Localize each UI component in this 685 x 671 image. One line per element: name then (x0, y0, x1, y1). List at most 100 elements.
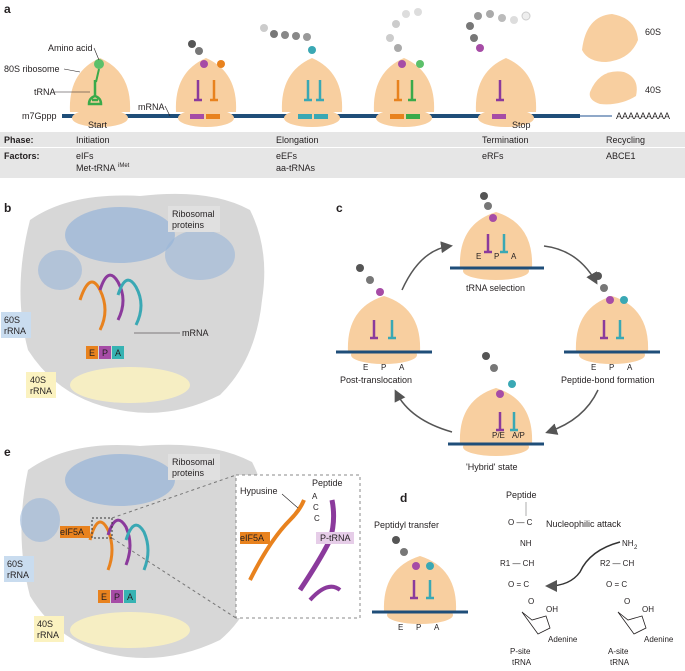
rrna-60s-e-1: 60S (7, 559, 23, 569)
panel-b: b Ribosomal proteins 60S rRNA 40S rRNA m… (1, 193, 265, 413)
site-pe-bottom: P/E (492, 431, 505, 440)
state-peptide-bond: Peptide-bond formation (561, 375, 655, 385)
p-trna-label: P-tRNA (320, 533, 351, 543)
p-oh: OH (546, 605, 558, 614)
rrna-60s-b-2: rRNA (4, 326, 26, 336)
a-o: O (624, 597, 630, 606)
site-p-right: P (609, 363, 614, 372)
phase-header: Phase: (4, 135, 34, 145)
start-label: Start (88, 120, 108, 130)
p-adenine: Adenine (548, 635, 578, 644)
a-oh: OH (642, 605, 654, 614)
mrna-b-label: mRNA (182, 328, 209, 338)
site-e-top: E (476, 252, 481, 261)
a-nh2-sub: 2 (634, 545, 638, 551)
a-o-eq-c: O = C (606, 580, 627, 589)
cycle-arrow-4 (394, 389, 453, 433)
panel-a-letter: a (4, 2, 11, 16)
factor-met-superscript: iMet (118, 163, 130, 169)
state-hybrid: 'Hybrid' state (466, 462, 517, 472)
rrna-60s-b-1: 60S (4, 315, 20, 325)
site-e-d: E (398, 623, 403, 632)
p-site-label-1: P-site (510, 647, 531, 656)
factor-erfs: eRFs (482, 151, 504, 161)
site-e-right: E (591, 363, 596, 372)
panel-c: c E P A tRNA selection E P A (336, 192, 660, 472)
ribosome-termination (466, 10, 537, 127)
nucleophilic-attack-label: Nucleophilic attack (546, 519, 622, 529)
site-a-e: A (127, 592, 133, 602)
p-o-c-1: O — C (508, 518, 533, 527)
cycle-arrow-2 (543, 245, 598, 285)
phase-recycling: Recycling (606, 135, 645, 145)
acc-a: A (312, 492, 318, 501)
ribosomal-proteins-b-1: Ribosomal (172, 209, 215, 219)
ribosome-elongation-1 (175, 40, 237, 127)
40s-label: 40S (645, 85, 661, 95)
phase-termination: Termination (482, 135, 529, 145)
cycle-arrow-1 (401, 241, 453, 291)
ribosome-initiation (69, 58, 131, 127)
ribosome-hybrid-state (448, 352, 544, 456)
eif5a-label-zoom: eIF5A (240, 533, 264, 543)
peptidyl-transfer-label: Peptidyl transfer (374, 520, 439, 530)
amino-acid-icon (94, 59, 104, 69)
site-a-d: A (434, 623, 440, 632)
p-r1-ch: R1 — CH (500, 559, 534, 568)
ribosome-elongation-2 (260, 24, 343, 127)
hypusine-label: Hypusine (240, 486, 278, 496)
zoom-inset (235, 474, 361, 619)
state-trna-selection: tRNA selection (466, 283, 525, 293)
site-a-left: A (399, 363, 405, 372)
panel-c-letter: c (336, 201, 343, 215)
site-p-top: P (494, 252, 499, 261)
factor-eifs: eIFs (76, 151, 94, 161)
stop-label: Stop (512, 120, 531, 130)
site-ap-bottom: A/P (512, 431, 525, 440)
nucleophilic-arrow (545, 541, 621, 592)
site-p-e: P (114, 592, 120, 602)
panel-d-letter: d (400, 491, 407, 505)
poly-a-label: AAAAAAAAA (616, 111, 670, 121)
a-r2-ch: R2 — CH (600, 559, 634, 568)
peptide-label-d: Peptide (506, 490, 537, 500)
site-p-b: P (102, 348, 108, 358)
panel-e-letter: e (4, 445, 11, 459)
peptide-label-e: Peptide (312, 478, 343, 488)
acc-c2: C (314, 514, 320, 523)
rrna-40s-b-1: 40S (30, 375, 46, 385)
p-o-eq-c: O = C (508, 580, 529, 589)
panel-d: d Peptidyl transfer E P A Peptide O — C … (372, 490, 674, 667)
panel-a: a (0, 2, 685, 178)
panel-e: e Ribosomal proteins eIF5A 60S rRNA 40S … (4, 444, 361, 658)
acc-c1: C (313, 503, 319, 512)
site-p-d: P (416, 623, 421, 632)
a-site-label-2: tRNA (610, 658, 630, 667)
site-a-top: A (511, 252, 517, 261)
a-nh2: NH (622, 539, 634, 548)
ribosome-peptide-bond (564, 272, 660, 364)
a-site-label-1: A-site (608, 647, 629, 656)
site-p-left: P (381, 363, 386, 372)
ribosome-elongation-3 (373, 8, 435, 127)
rrna-40s-b-2: rRNA (30, 386, 52, 396)
trna-label: tRNA (34, 87, 56, 97)
factor-eefs: eEFs (276, 151, 298, 161)
site-e-b: E (89, 348, 95, 358)
site-e-left: E (363, 363, 368, 372)
ribosomal-proteins-e-1: Ribosomal (172, 457, 215, 467)
p-o: O (528, 597, 534, 606)
p-nh: NH (520, 539, 532, 548)
trna-green-icon (87, 80, 103, 106)
p-site-label-2: tRNA (512, 658, 532, 667)
factor-abce1: ABCE1 (606, 151, 636, 161)
ribosome-recycling (582, 14, 638, 105)
60s-label: 60S (645, 27, 661, 37)
rrna-60s-e-2: rRNA (7, 570, 29, 580)
factors-header: Factors: (4, 151, 40, 161)
a-adenine: Adenine (644, 635, 674, 644)
amino-acid-label: Amino acid (48, 43, 93, 53)
rrna-40s-e-1: 40S (37, 619, 53, 629)
ribosomal-proteins-e-2: proteins (172, 468, 205, 478)
ribosome-trna-selection (450, 192, 544, 280)
